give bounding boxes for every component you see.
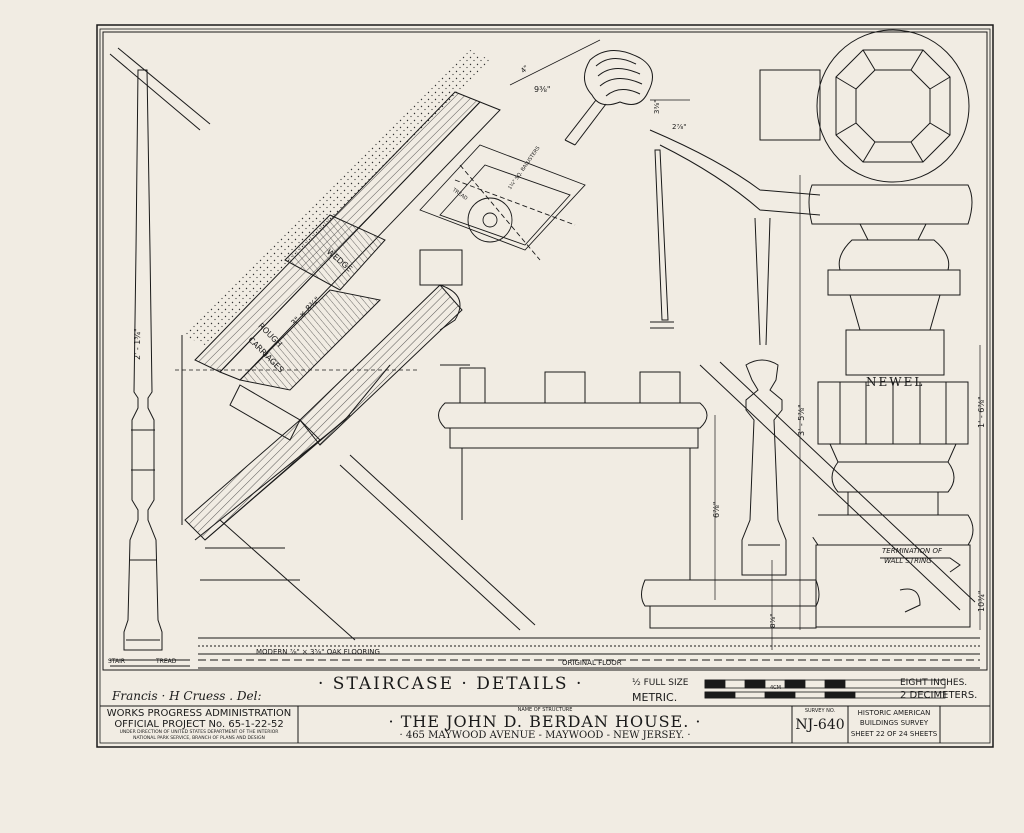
tread-plan-detail — [419, 144, 586, 261]
dim-newel-upper: 1' - 6⅞" — [977, 396, 986, 428]
flooring — [198, 637, 980, 669]
survey-caption: SURVEY NO. — [804, 708, 836, 714]
stair-section — [175, 50, 501, 541]
structure-caption: NAME OF STRUCTURE — [517, 707, 573, 713]
agency-line-2: OFFICIAL PROJECT No. 65-1-22-52 — [114, 719, 284, 730]
inner-border — [99, 28, 991, 744]
scale-bar — [704, 679, 946, 699]
agency-line-3: UNDER DIRECTION OF UNITED STATES DEPARTM… — [119, 730, 279, 735]
delineator-signature: Francis · H Cruess . Del: — [112, 689, 262, 703]
title-block — [100, 705, 990, 743]
dimension-lines — [509, 39, 981, 650]
label-stair: STAIR — [108, 658, 126, 665]
newel-post — [808, 29, 974, 628]
label-newel: NEWEL — [866, 375, 925, 389]
structure-address: · 465 MAYWOOD AVENUE - MAYWOOD - NEW JER… — [399, 730, 691, 741]
railing-elevation — [649, 69, 821, 576]
scale-mid: 4CM — [770, 685, 781, 691]
label-original-floor: ORIGINAL FLOOR — [562, 659, 622, 667]
habs-line-2: BUILDINGS SURVEY — [859, 719, 929, 727]
scale-right-2: 2 DECIMETERS. — [900, 690, 978, 701]
dim-rail-w: 3⅜" — [653, 99, 661, 114]
label-tread: TREAD — [156, 658, 177, 665]
dim-base: 8⅞" — [769, 613, 777, 628]
agency-line-1: WORKS PROGRESS ADMINISTRATION — [106, 708, 292, 719]
drawing-frame — [102, 31, 988, 671]
stair-stringer — [194, 419, 536, 641]
habs-sheet: SHEET 22 OF 24 SHEETS — [850, 730, 938, 738]
outer-border — [96, 24, 994, 748]
label-termination: TERMINATION OF — [882, 547, 943, 555]
scale-right-1: EIGHT INCHES. — [900, 678, 968, 688]
label-modern-flooring: MODERN ⅞" × 3⅝" OAK FLOORING — [256, 648, 380, 656]
label-wall-string: WALL STRING — [884, 557, 932, 565]
dim-newel-lower: 10¾" — [977, 590, 986, 612]
agency-line-4: NATIONAL PARK SERVICE, BRANCH OF PLANS A… — [133, 736, 265, 741]
dim-newel-total: 3' - 5⅞" — [797, 404, 806, 436]
dim-baluster: 2' - 1¾" — [133, 328, 142, 360]
dim-rail-height: 6⅞" — [712, 501, 721, 518]
dim-top: 9⅜" — [534, 85, 551, 94]
survey-number: NJ-640 — [795, 717, 845, 733]
handrail-section — [564, 50, 653, 146]
structure-name: · THE JOHN D. BERDAN HOUSE. · — [388, 712, 702, 731]
habs-line-1: HISTORIC AMERICAN — [857, 709, 931, 717]
scale-left-1: ½ FULL SIZE — [632, 678, 689, 688]
baluster-elevation — [109, 47, 211, 667]
dim-rail-d: 2⅞" — [672, 123, 687, 131]
sheet-title: · STAIRCASE · DETAILS · — [318, 674, 584, 694]
scale-left-2: METRIC. — [632, 691, 678, 704]
landing-rail-elevation — [344, 361, 976, 629]
